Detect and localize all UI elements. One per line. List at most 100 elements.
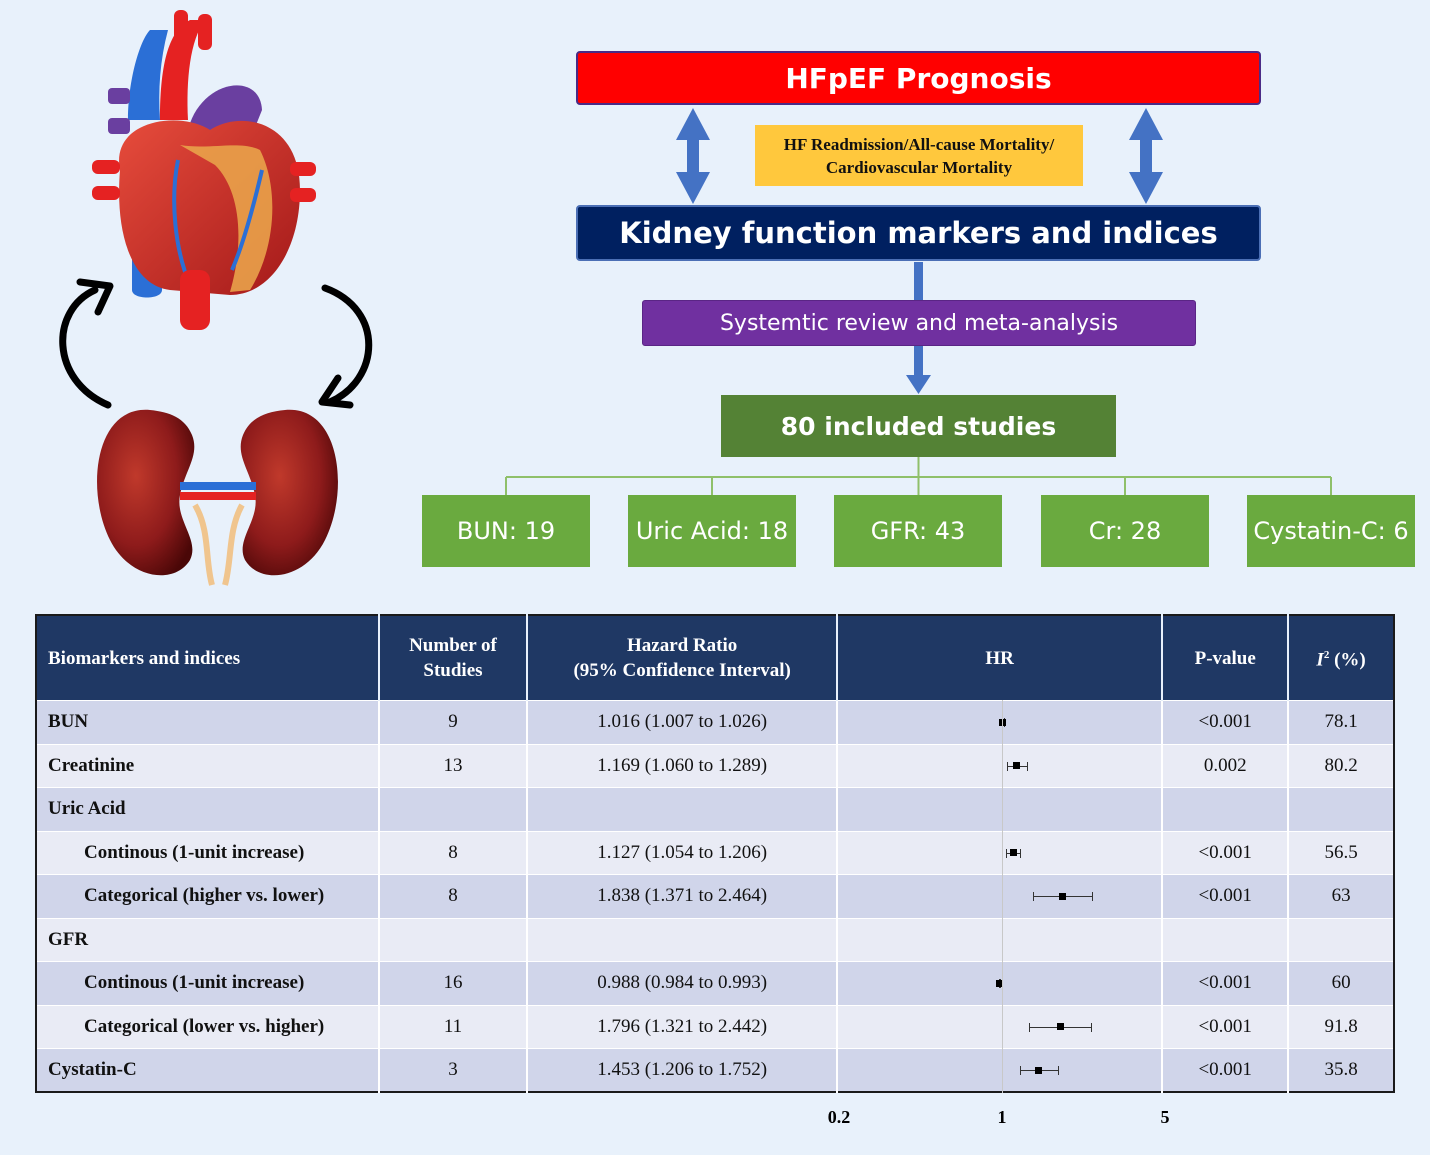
count-label: GFR: 43 [870,517,966,545]
count-box-gfr: GFR: 43 [834,495,1002,567]
review-label: Systemtic review and meta-analysis [719,310,1119,336]
cell-studies [378,787,529,831]
cell-studies: 8 [378,830,529,875]
cell-forest-plot [836,700,1164,744]
axis-tick-label: 1 [997,1107,1007,1127]
cell-name: Cystatin-C [36,1048,380,1092]
table-row: Uric Acid [36,787,1394,831]
header-i2-superscript: 2 [1323,649,1330,662]
branch-lines [505,457,1332,495]
count-box-cystatin-c: Cystatin-C: 6 [1247,495,1415,567]
ci-cap-low [1029,1022,1031,1032]
hr-point [996,979,1004,987]
prognosis-label: HFpEF Prognosis [785,61,1052,95]
cell-i2: 56.5 [1288,830,1394,875]
cell-forest-plot [836,1004,1164,1049]
header-hr-plot-label: HR [985,647,1014,669]
axis-tick-label: 5 [1160,1107,1170,1127]
count-box-cr: Cr: 28 [1041,495,1209,567]
header-studies-line-1: Number of [409,635,497,656]
heart-illustration [92,10,316,330]
cell-name: Continous (1-unit increase) [36,961,380,1005]
cell-p [1162,787,1290,831]
count-box-bun: BUN: 19 [422,495,590,567]
cycle-arrow-icon [59,278,373,409]
kidneys-illustration [97,409,338,586]
cell-studies: 16 [378,961,529,1005]
ci-cap-low [1019,1066,1021,1075]
cell-studies [378,917,529,962]
header-hr-plot: HR [836,615,1164,701]
count-label: Cystatin-C: 6 [1253,517,1409,545]
cell-forest-plot [836,1048,1164,1092]
cell-studies: 3 [378,1048,529,1092]
ci-cap-high [1091,1022,1093,1032]
cell-studies: 8 [378,874,529,918]
header-i2-symbol: I [1316,649,1324,671]
hr-point [1056,1023,1064,1031]
double-arrow-right-icon [1129,108,1163,204]
cell-hr-text: 1.016 (1.007 to 1.026) [527,700,838,744]
cell-p: 0.002 [1162,743,1290,788]
ci-cap-high [1057,1066,1059,1075]
header-biomarkers-label: Biomarkers and indices [48,647,241,669]
header-p-value-label: P-value [1194,647,1256,669]
cell-i2: 78.1 [1288,700,1394,744]
hr-point [1035,1066,1043,1074]
cell-name: Categorical (lower vs. higher) [36,1004,380,1049]
cell-name: Uric Acid [36,787,380,831]
cell-p: <0.001 [1162,1048,1290,1092]
ci-cap-high [1092,892,1094,902]
cell-i2: 35.8 [1288,1048,1394,1092]
header-i2-unit: (%) [1329,649,1366,671]
review-box: Systemtic review and meta-analysis [642,300,1196,346]
cell-studies: 9 [378,700,529,744]
connector-line [914,262,923,300]
cell-hr-text: 1.169 (1.060 to 1.289) [527,743,838,788]
cell-p: <0.001 [1162,874,1290,918]
axis-tick-label: 0.2 [827,1107,851,1127]
table-row: GFR [36,917,1394,962]
count-box-uric-acid: Uric Acid: 18 [628,495,796,567]
reference-line [1002,700,1003,1093]
cell-name: Creatinine [36,743,380,788]
hr-point [1059,892,1067,900]
cell-hr-text: 0.988 (0.984 to 0.993) [527,961,838,1005]
cell-forest-plot [836,787,1164,831]
cell-p: <0.001 [1162,961,1290,1005]
header-hr-line-2: (95% Confidence Interval) [573,660,791,681]
prognosis-box: HFpEF Prognosis [576,51,1261,105]
header-i2: I2 (%) [1288,615,1394,701]
cell-studies: 11 [378,1004,529,1049]
cell-studies: 13 [378,743,529,788]
cell-hr-text [527,917,838,962]
count-label: BUN: 19 [456,517,556,545]
header-studies-line-2: Studies [423,660,483,681]
cell-p: <0.001 [1162,830,1290,875]
outcomes-line-1: HF Readmission/All-cause Mortality/ [783,134,1055,154]
cell-i2: 63 [1288,874,1394,918]
cell-i2: 91.8 [1288,1004,1394,1049]
count-label: Uric Acid: 18 [635,517,789,545]
cell-name: Categorical (higher vs. lower) [36,874,380,918]
markers-box: Kidney function markers and indices [576,205,1261,261]
cell-name: BUN [36,700,380,744]
included-box: 80 included studies [721,395,1116,457]
ci-cap-high [1026,761,1028,771]
header-hr-line-1: Hazard Ratio [627,635,738,656]
cell-hr-text: 1.796 (1.321 to 2.442) [527,1004,838,1049]
cell-hr-text: 1.453 (1.206 to 1.752) [527,1048,838,1092]
cell-forest-plot [836,874,1164,918]
cell-i2 [1288,787,1394,831]
outcomes-line-2: Cardiovascular Mortality [825,157,1013,177]
hr-point [1009,849,1017,857]
outcomes-box: HF Readmission/All-cause Mortality/Cardi… [755,125,1083,186]
cell-i2: 80.2 [1288,743,1394,788]
